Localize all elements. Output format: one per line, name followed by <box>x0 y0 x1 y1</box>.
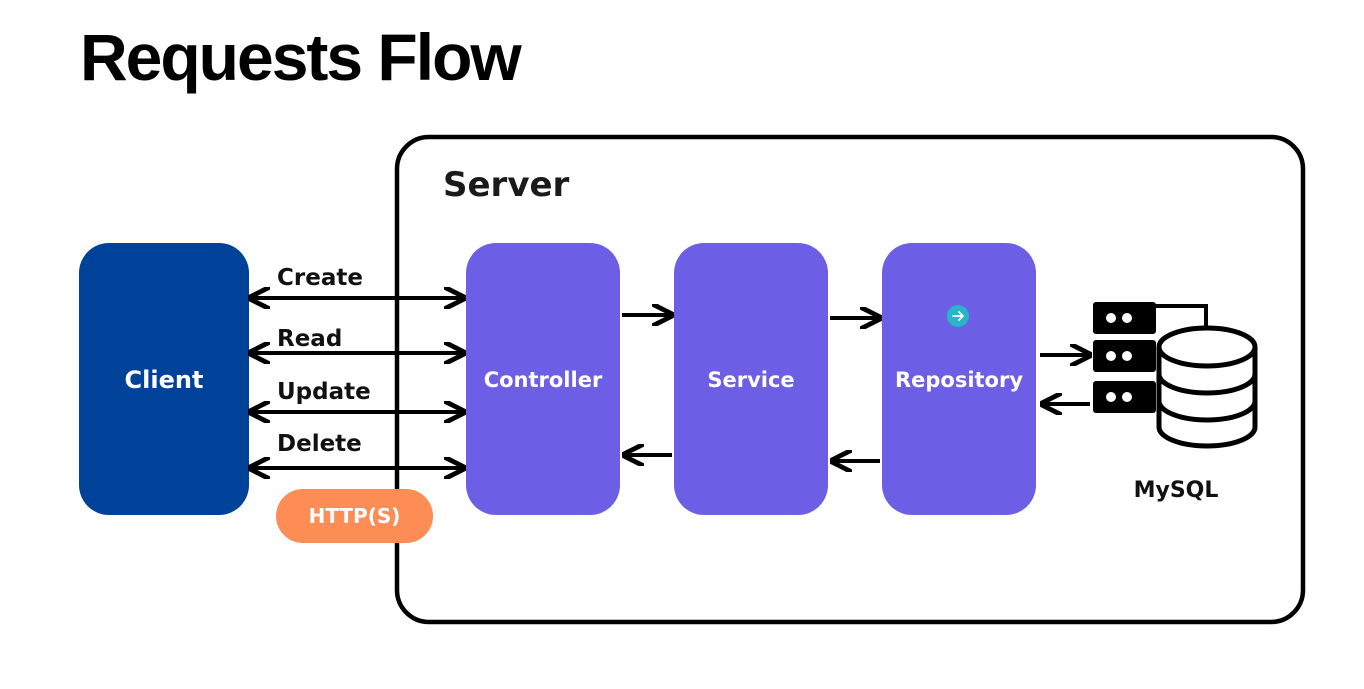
client-box <box>79 243 249 515</box>
service-label: Service <box>707 368 794 392</box>
operation-delete: Delete <box>277 431 362 457</box>
operation-create: Create <box>277 265 363 291</box>
controller-box <box>466 243 620 515</box>
protocol-badge <box>276 489 433 543</box>
operation-update: Update <box>277 379 371 405</box>
page-title: Requests Flow <box>80 20 522 94</box>
protocol-label: HTTP(S) <box>309 504 401 528</box>
service-box <box>674 243 828 515</box>
cursor-indicator <box>947 305 969 327</box>
repository-box <box>882 243 1036 515</box>
database-server-icon <box>1093 302 1258 449</box>
controller-label: Controller <box>484 368 603 392</box>
operation-read: Read <box>277 326 342 352</box>
server-container <box>394 134 1306 625</box>
database-label: MySQL <box>1134 478 1219 503</box>
client-label: Client <box>125 366 204 394</box>
server-label: Server <box>443 165 570 205</box>
repository-label: Repository <box>895 368 1023 392</box>
